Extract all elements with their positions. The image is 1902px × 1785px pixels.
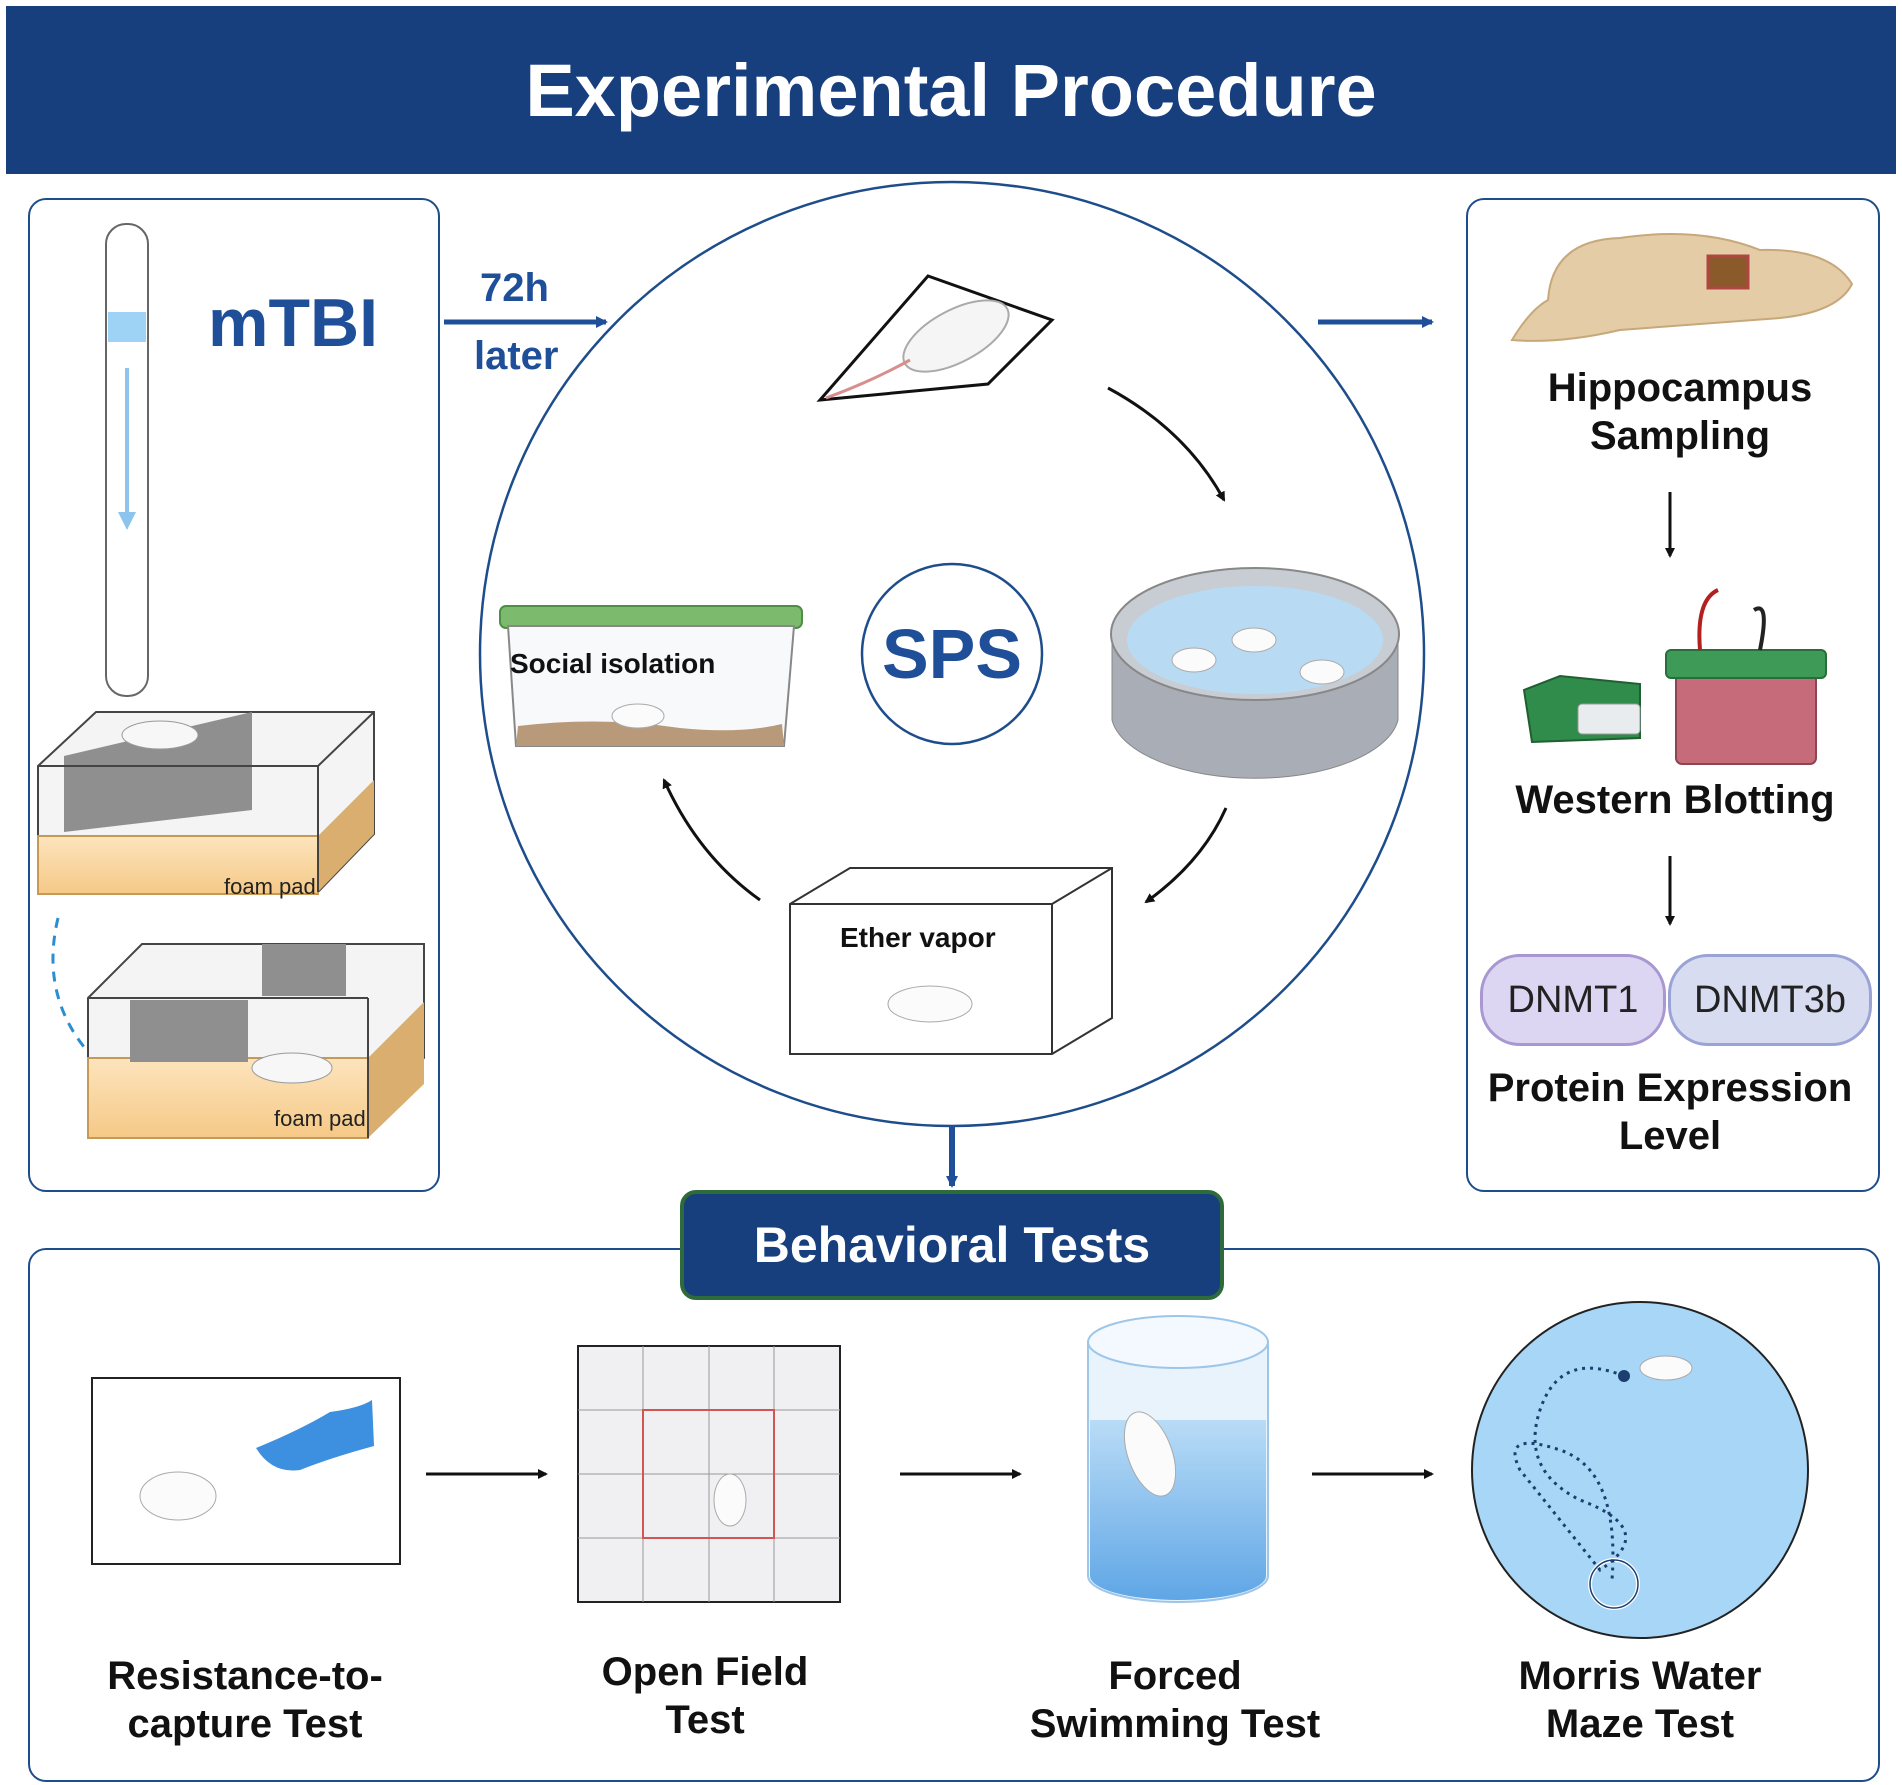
test-label-line2: Test [665, 1698, 745, 1742]
cycle-arrow-1 [1107, 386, 1226, 502]
test-label-line1: Forced [1108, 1654, 1242, 1698]
blotting-apparatus [1522, 588, 1827, 765]
forced-swim-image [1087, 1315, 1269, 1603]
hippocampus-line2: Sampling [1589, 414, 1771, 458]
later-label: later [474, 334, 559, 378]
western-blotting-label: Western Blotting [1515, 778, 1835, 822]
resistance-test-image [91, 1377, 401, 1565]
test-label-line2: capture Test [127, 1702, 363, 1746]
protein-level-line1: Protein Expression [1487, 1066, 1853, 1110]
test-label-line1: Resistance-to- [107, 1654, 383, 1698]
cycle-arrow-3 [662, 778, 761, 902]
foam-pad-label-bottom: foam pad [274, 1106, 366, 1131]
protein-level-line2: Level [1618, 1114, 1722, 1158]
ether-vapor-label: Ether vapor [840, 922, 996, 953]
open-field-image [577, 1345, 841, 1603]
swim-pool [1110, 567, 1400, 779]
foam-pad-box-top [37, 711, 375, 895]
drop-tube [105, 223, 149, 697]
test-label-line1: Morris Water [1518, 1654, 1762, 1698]
ether-box [789, 867, 1113, 1055]
isolation-cage [499, 605, 803, 747]
hippocampus-label: Hippocampus Sampling [1500, 364, 1860, 460]
hours-label: 72h [480, 266, 549, 310]
dnmt1-pill: DNMT1 [1480, 954, 1666, 1046]
protein-level-label: Protein Expression Level [1480, 1064, 1860, 1160]
header-banner: Experimental Procedure [6, 6, 1896, 174]
test-label-open-field: Open Field Test [540, 1648, 870, 1744]
sps-center-circle [860, 562, 1044, 746]
page-title: Experimental Procedure [525, 48, 1377, 132]
test-label-line1: Open Field [601, 1650, 809, 1694]
dnmt3b-pill: DNMT3b [1668, 954, 1872, 1046]
hippocampus-line1: Hippocampus [1547, 366, 1813, 410]
test-label-line2: Maze Test [1545, 1702, 1735, 1746]
test-label-line2: Swimming Test [1029, 1702, 1321, 1746]
foam-pad-label-top: foam pad [224, 874, 316, 899]
foam-pad-box-bottom [87, 943, 425, 1139]
social-isolation-label: Social isolation [510, 648, 716, 679]
water-maze-image [1471, 1301, 1809, 1639]
dnmt3b-label: DNMT3b [1693, 978, 1847, 1021]
mtbi-title: mTBI [208, 285, 378, 361]
test-label-resistance: Resistance-to- capture Test [60, 1652, 430, 1748]
dnmt1-label: DNMT1 [1507, 978, 1639, 1021]
test-label-forced-swim: Forced Swimming Test [1000, 1652, 1350, 1748]
behavioral-tests-title: Behavioral Tests [753, 1217, 1151, 1273]
behavioral-tests-banner: Behavioral Tests [680, 1190, 1224, 1300]
test-label-water-maze: Morris Water Maze Test [1470, 1652, 1810, 1748]
restraint-cone [816, 274, 1055, 402]
sps-label: SPS [881, 615, 1023, 693]
cycle-arrow-2 [1144, 807, 1228, 904]
brain-illustration [1510, 233, 1854, 342]
